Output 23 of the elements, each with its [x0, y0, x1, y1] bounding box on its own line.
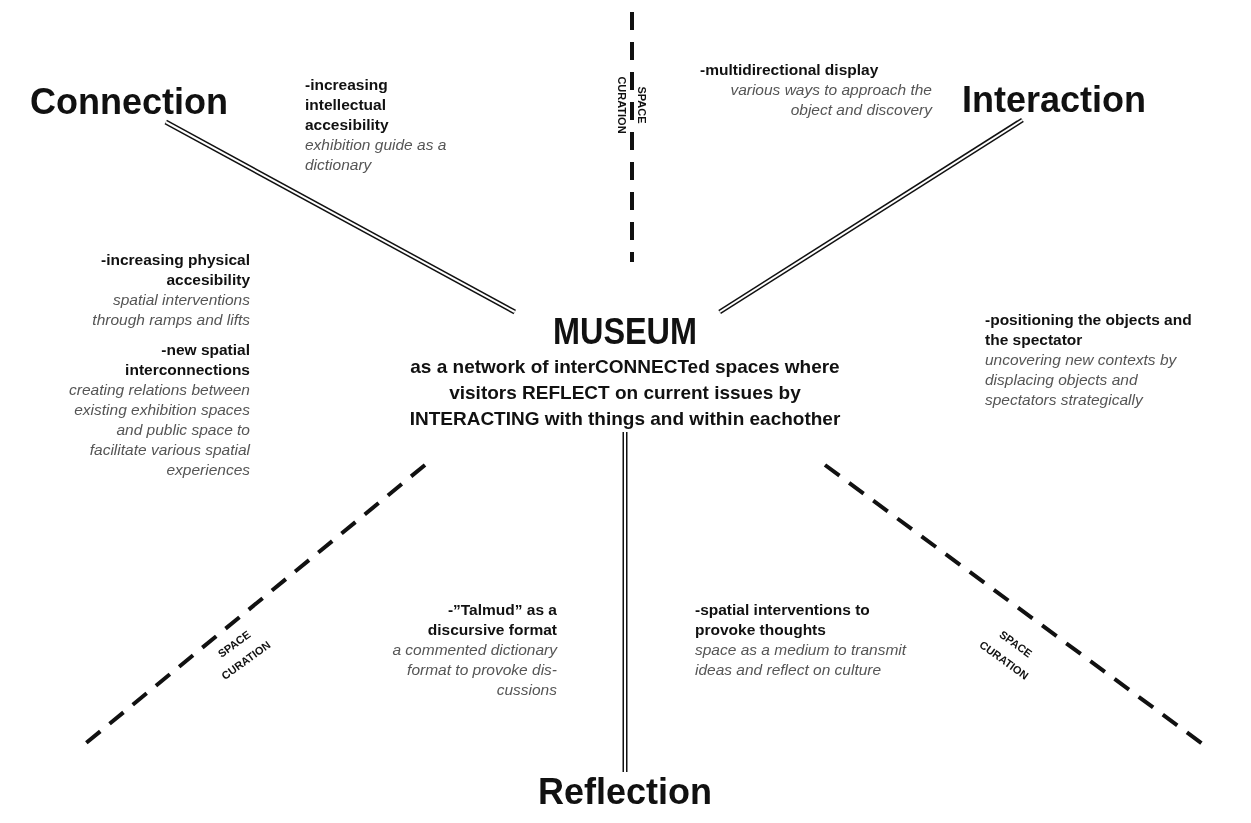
idea-heading: -multidirectional display	[700, 60, 880, 80]
idea-description: creating relations between existing exhibition spaces and public space to facilitate various spatial experiences	[68, 380, 250, 480]
museum-description: as a network of interCONNECTed spaces where visitors REFLECT on current issues by INTERACTING with things and within eachother	[408, 355, 842, 431]
idea-heading: -increasing intellectual accesibility	[305, 75, 390, 135]
idea-description: a commented dictionary format to provoke dis-cussions	[392, 640, 557, 700]
idea-description: spatial interventions through ramps and lifts	[91, 290, 250, 330]
concept-heading: Connection	[30, 82, 228, 122]
concept-heading: Interaction	[962, 80, 1147, 120]
idea-description: various ways to approach the object and discovery	[729, 80, 932, 120]
idea-heading: -positioning the objects and the spectator	[985, 310, 1193, 350]
rotated-label: SPACE CURATION	[615, 75, 649, 136]
double-line-connector	[164, 119, 516, 315]
idea-heading: -spatial interventions to provoke thoughts	[695, 600, 871, 640]
concept-heading: Reflection	[538, 772, 712, 812]
idea-heading: -”Talmud” as a discursive format	[426, 600, 557, 640]
idea-description: uncovering new contexts by displacing objects and spectators strategically	[985, 350, 1178, 410]
idea-description: exhibition guide as a dictionary	[305, 135, 448, 175]
idea-description: space as a medium to transmit ideas and reflect on culture	[695, 640, 908, 680]
double-line-connector	[718, 117, 1024, 315]
museum-title: MUSEUM	[553, 312, 697, 352]
double-line-connector	[622, 432, 628, 772]
idea-heading: -new spatial interconnections	[124, 340, 250, 380]
idea-heading: -increasing physical accesibility	[99, 250, 250, 290]
